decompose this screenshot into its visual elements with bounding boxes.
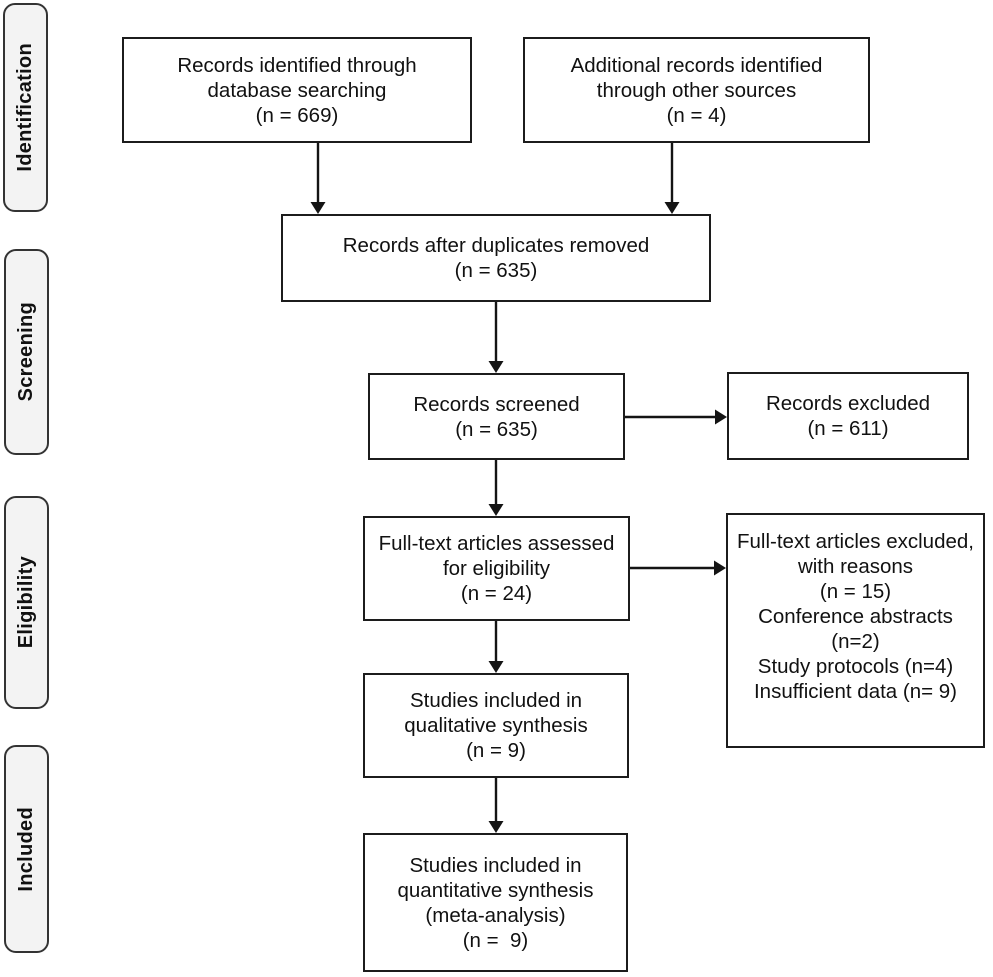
box-fulltext-assessed: Full-text articles assessed for eligibil… xyxy=(363,516,630,621)
arrowhead-screened-to-fulltext xyxy=(488,504,504,516)
arrowhead-screened-to-excluded xyxy=(715,409,727,425)
box-records-after-duplicates: Records after duplicates removed (n = 63… xyxy=(281,214,711,302)
arrowhead-additional-to-duplicates xyxy=(664,202,680,214)
box-text: Full-text articles assessed for eligibil… xyxy=(378,532,615,605)
box-text: Records identified through database sear… xyxy=(177,53,417,127)
stage-label-text: Included xyxy=(15,806,37,892)
box-text: Records excluded (n = 611) xyxy=(765,392,931,440)
arrowhead-fulltext-to-excluded xyxy=(714,560,726,576)
arrowhead-fulltext-to-qualitative xyxy=(488,661,504,673)
stage-label-text: Screening xyxy=(15,302,37,402)
box-text: Full-text articles excluded, with reason… xyxy=(737,530,974,703)
box-records-screened: Records screened (n = 635) xyxy=(368,373,625,460)
box-text: Studies included in quantitative synthes… xyxy=(397,853,594,952)
box-text: Records screened (n = 635) xyxy=(413,392,580,441)
box-text: Records after duplicates removed (n = 63… xyxy=(342,234,650,282)
box-fulltext-excluded: Full-text articles excluded, with reason… xyxy=(726,513,985,748)
box-text: Additional records identified through ot… xyxy=(570,53,823,127)
stage-label-screening: Screening xyxy=(4,249,49,455)
arrowhead-qualitative-to-quantitative xyxy=(488,821,504,833)
box-quantitative-synthesis: Studies included in quantitative synthes… xyxy=(363,833,628,972)
arrowhead-identified-to-duplicates xyxy=(310,202,326,214)
arrowhead-duplicates-to-screened xyxy=(488,361,504,373)
box-qualitative-synthesis: Studies included in qualitative synthesi… xyxy=(363,673,629,778)
box-text: Studies included in qualitative synthesi… xyxy=(404,689,588,762)
stage-label-text: Identification xyxy=(14,43,36,172)
box-additional-records: Additional records identified through ot… xyxy=(523,37,870,143)
box-records-identified: Records identified through database sear… xyxy=(122,37,472,143)
stage-label-identification: Identification xyxy=(3,3,48,212)
box-records-excluded: Records excluded (n = 611) xyxy=(727,372,969,460)
stage-label-included: Included xyxy=(4,745,49,953)
stage-label-eligibility: Eligibility xyxy=(4,496,49,709)
stage-label-text: Eligibility xyxy=(15,556,37,649)
